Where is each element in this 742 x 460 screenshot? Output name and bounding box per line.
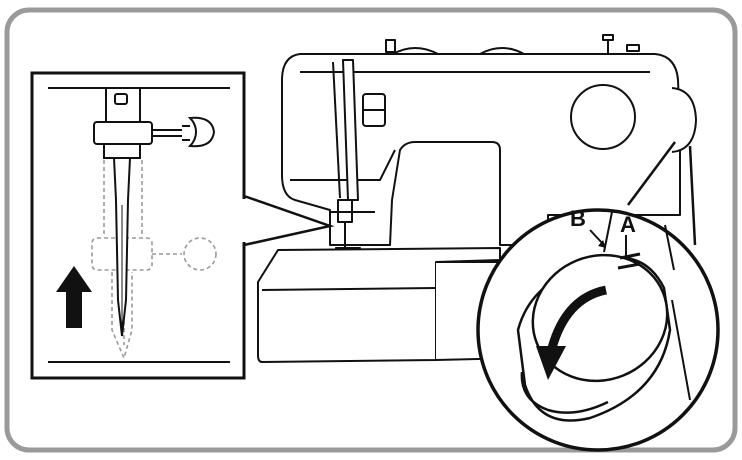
label-a: A <box>620 212 636 237</box>
handwheel-large <box>516 253 672 422</box>
outer-frame <box>4 7 738 453</box>
handwheel-magnifier: B A <box>476 141 720 452</box>
needle-detail-inset <box>30 71 335 380</box>
mark-b-line <box>617 262 641 270</box>
needle-raised <box>93 88 216 337</box>
pattern-dial <box>570 84 636 150</box>
b-pointer-arrow <box>589 229 604 245</box>
sewing-machine <box>257 34 697 363</box>
thread-guide <box>342 59 359 201</box>
mark-a-line <box>619 252 641 260</box>
inset-box <box>30 71 246 380</box>
label-b: B <box>570 206 586 231</box>
curved-arrow-icon <box>536 285 608 380</box>
inset-callout <box>243 194 335 247</box>
up-arrow-icon <box>56 266 92 328</box>
top-knobs <box>385 34 640 55</box>
handwheel-small <box>671 87 697 153</box>
